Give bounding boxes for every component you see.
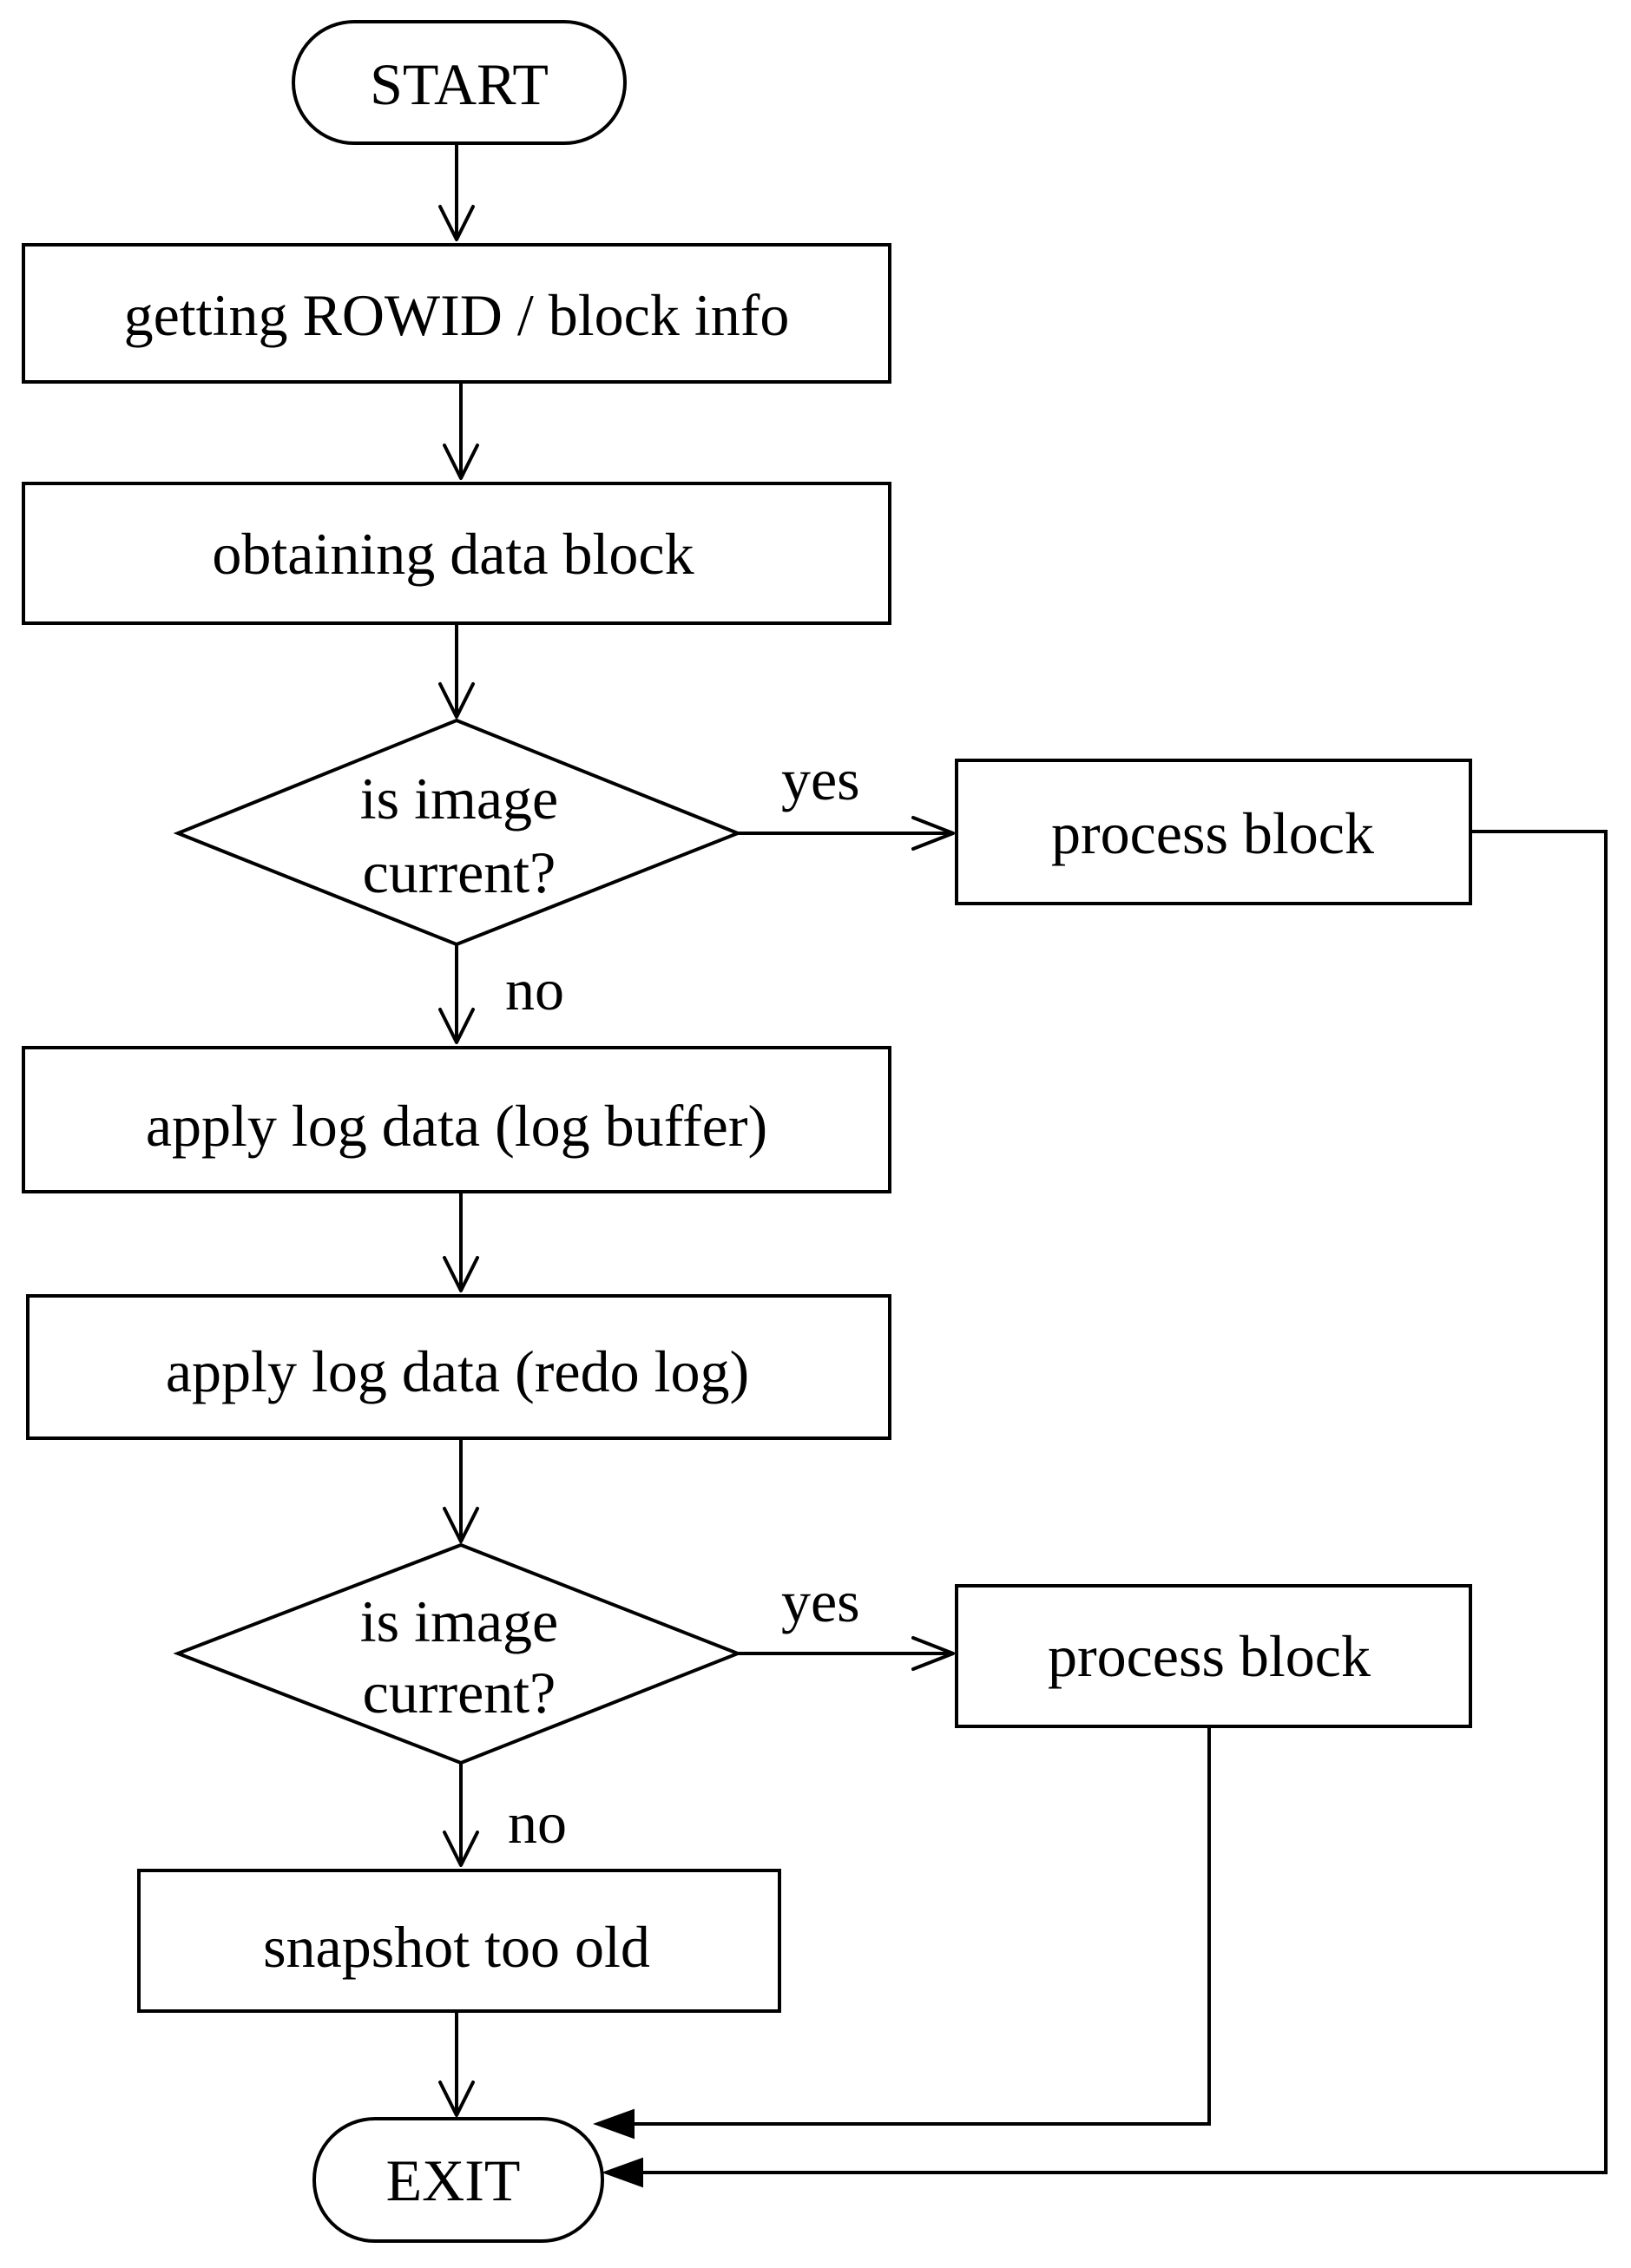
apply-log-buffer-step: apply log data (log buffer) [22,1046,891,1193]
decision-2-yes-label: yes [781,1568,860,1634]
process-block-1-step: process block [955,759,1472,905]
exit-label: EXIT [386,2147,521,2213]
apply-redo-log-label: apply log data (redo log) [166,1338,749,1404]
connector-process-block-1-to-exit [602,830,1608,2188]
obtain-block-step: obtaining data block [22,482,891,625]
obtain-block-label: obtaining data block [212,521,694,587]
process-block-2-label: process block [1048,1623,1371,1689]
apply-redo-log-step: apply log data (redo log) [26,1294,891,1440]
arrow-obtain-to-decision-1 [438,623,475,719]
snapshot-too-old-label: snapshot too old [263,1914,650,1980]
decision-2-diamond: is image current? [173,1542,743,1765]
decision-2-no-label: no [508,1790,567,1856]
arrow-log-buffer-to-redo-log [443,1192,479,1292]
arrow-rowid-to-obtain [443,382,479,480]
decision-1-no-label: no [505,957,564,1022]
arrow-snapshot-to-exit [438,2011,475,2117]
process-block-2-step: process block [955,1584,1472,1728]
arrow-decision-1-yes [738,816,955,851]
arrow-decision-1-no [438,944,475,1044]
decision-2-line1: is image [360,1588,559,1654]
apply-log-buffer-label: apply log data (log buffer) [146,1093,767,1159]
decision-2-line2: current? [363,1660,556,1726]
decision-1-line1: is image [360,766,559,832]
decision-1-yes-label: yes [781,746,860,812]
get-rowid-label: getting ROWID / block info [124,282,790,348]
get-rowid-step: getting ROWID / block info [22,243,891,384]
exit-terminator: EXIT [312,2117,604,2243]
arrow-redo-log-to-decision-2 [443,1438,479,1543]
process-block-1-label: process block [1051,800,1374,866]
snapshot-too-old-step: snapshot too old [137,1869,781,2013]
decision-1-diamond: is image current? [173,718,743,947]
start-terminator: START [292,20,627,145]
arrow-start-to-rowid [438,143,475,241]
start-label: START [370,51,549,117]
arrow-decision-2-no [443,1763,479,1867]
decision-1-line2: current? [363,839,556,905]
arrow-decision-2-yes [738,1636,955,1671]
connector-process-block-2-to-exit [593,1726,1211,2140]
